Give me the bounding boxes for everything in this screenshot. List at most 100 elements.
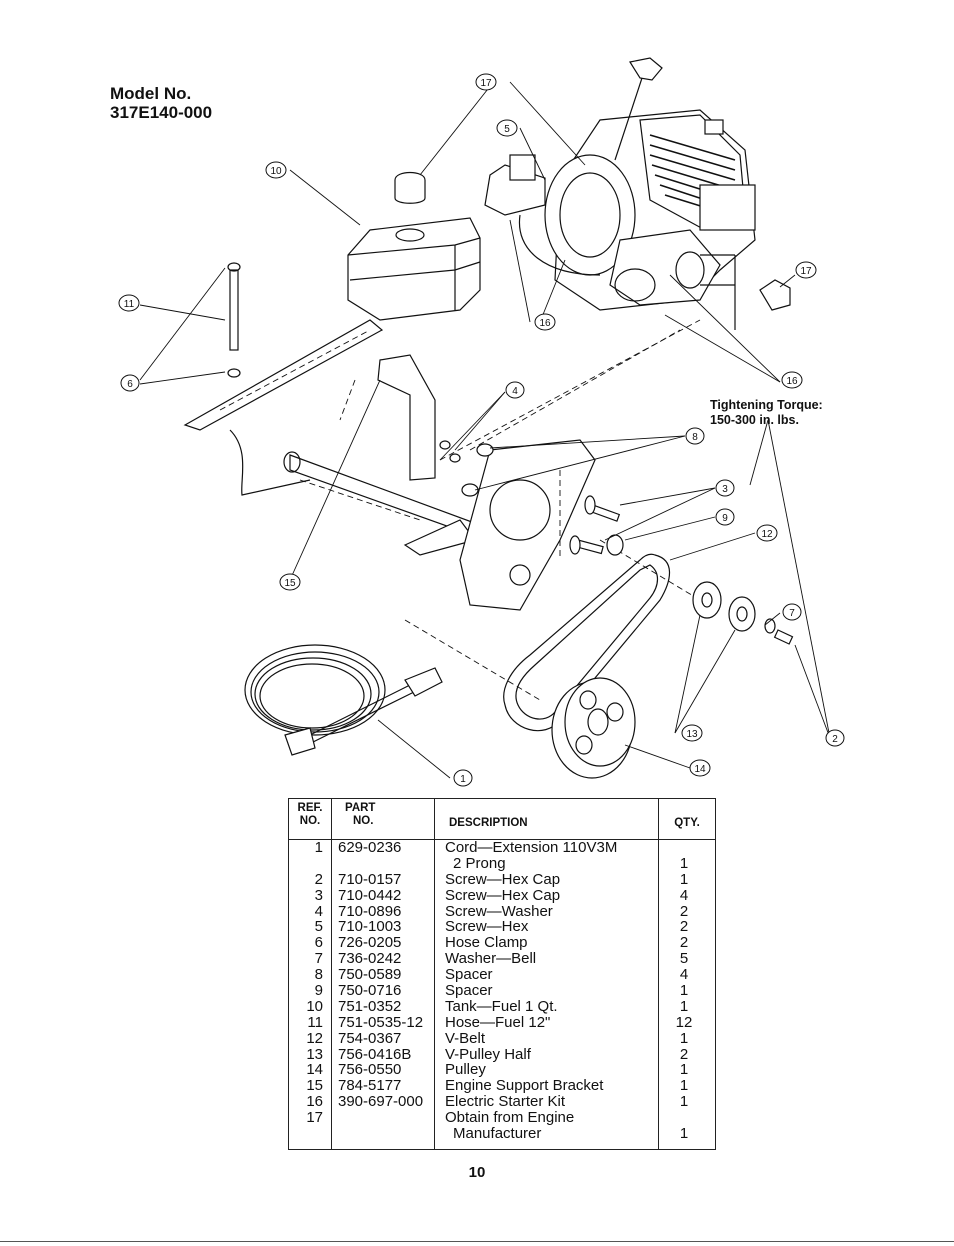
torque-line-2: 150-300 in. lbs. — [710, 413, 799, 427]
callout-12 — [756, 524, 778, 542]
cell-desc: V-Belt — [445, 1029, 486, 1047]
callout-17-top — [475, 73, 497, 91]
cell-qty: 1 — [679, 1125, 689, 1143]
fuel-tank-illustration — [347, 171, 481, 321]
callout-text: 1 — [460, 774, 466, 785]
cell-ref: 1 — [314, 839, 323, 856]
cell-ref: 9 — [314, 982, 323, 1000]
cell-qty: 12 — [675, 1013, 693, 1031]
cell-desc: Spacer — [445, 982, 493, 1000]
cell-ref: 17 — [306, 1109, 323, 1127]
callout-text: 16 — [786, 376, 798, 387]
torque-note: Tightening Torque: 150-300 in. lbs. — [710, 398, 823, 428]
cell-part: 390-697-000 — [338, 1093, 424, 1111]
cell-desc: Screw—Hex Cap — [445, 870, 561, 888]
cell-part: 751-0352 — [338, 997, 402, 1015]
torque-line-1: Tightening Torque: — [710, 398, 823, 412]
cell-ref: 3 — [314, 886, 323, 904]
cell-desc: Hose Clamp — [445, 934, 528, 952]
callout-text: 5 — [504, 124, 510, 135]
hardware-illustration — [439, 440, 794, 645]
engine-support-frame — [183, 319, 596, 611]
callout-text: 3 — [722, 484, 728, 495]
callout-11 — [118, 294, 140, 312]
callout-text: 17 — [800, 266, 812, 277]
callout-16-right — [781, 371, 803, 389]
cell-desc: Screw—Hex Cap — [445, 886, 561, 904]
callout-5 — [496, 119, 518, 137]
callout-1 — [453, 769, 473, 787]
callout-15 — [279, 573, 301, 591]
cell-desc: Washer—Bell — [445, 950, 537, 968]
cell-part: 750-0589 — [338, 966, 402, 984]
cell-part: 751-0535-12 — [338, 1013, 424, 1031]
model-number: 317E140-000 — [110, 103, 213, 122]
callout-4 — [505, 381, 525, 399]
cell-qty: 1 — [679, 1061, 689, 1079]
cell-desc: Cord—Extension 110V3M — [445, 839, 618, 856]
cell-qty: 2 — [679, 1045, 689, 1063]
cell-qty: 2 — [679, 918, 689, 936]
header-qty: QTY. — [674, 817, 700, 829]
cell-ref: 16 — [306, 1093, 323, 1111]
cell-part: 710-0896 — [338, 902, 402, 920]
cell-desc: Electric Starter Kit — [445, 1093, 566, 1111]
footer-rule — [0, 1241, 954, 1242]
callout-text: 15 — [284, 578, 296, 589]
cell-part: 726-0205 — [338, 934, 402, 952]
callout-text: 7 — [789, 608, 795, 619]
callout-16-left — [534, 313, 556, 331]
page-number: 10 — [468, 1164, 486, 1181]
cell-qty: 1 — [679, 854, 689, 872]
cell-desc: 2 Prong — [453, 854, 506, 872]
fuel-hose-illustration — [227, 262, 241, 378]
cell-qty: 5 — [679, 950, 689, 968]
callout-text: 2 — [832, 734, 838, 745]
cell-ref: 4 — [314, 902, 323, 920]
callout-text: 10 — [270, 166, 282, 177]
callout-14 — [689, 759, 711, 777]
extension-cord-illustration — [244, 644, 443, 756]
cell-part: 710-1003 — [338, 918, 402, 936]
cell-desc: Engine Support Bracket — [445, 1077, 604, 1095]
model-label: Model No. — [110, 84, 192, 103]
callout-17-right — [795, 261, 817, 279]
cell-qty: 4 — [679, 966, 689, 984]
callout-8 — [685, 427, 705, 445]
cell-ref: 13 — [306, 1045, 323, 1063]
callout-text: 13 — [686, 729, 698, 740]
cell-desc: Manufacturer — [453, 1125, 542, 1143]
table-row: 2 Prong 1 — [289, 854, 715, 872]
cell-qty: 1 — [679, 982, 689, 1000]
cell-desc: Screw—Washer — [445, 902, 553, 920]
table-row: 11 751-0535-12 Hose—Fuel 12" 12 — [289, 1013, 715, 1031]
cell-qty: 1 — [679, 1093, 689, 1111]
cell-part: 756-0416B — [338, 1045, 412, 1063]
cell-desc: Screw—Hex — [445, 918, 529, 936]
cell-ref: 11 — [307, 1013, 323, 1031]
callout-text: 14 — [694, 764, 706, 775]
callout-text: 4 — [512, 386, 518, 397]
callout-3 — [715, 479, 735, 497]
cell-part: 736-0242 — [338, 950, 402, 968]
cell-ref: 15 — [306, 1077, 323, 1095]
callout-9 — [715, 508, 735, 526]
cell-part: 710-0157 — [338, 870, 402, 888]
callout-text: 16 — [539, 318, 551, 329]
cell-part: 710-0442 — [338, 886, 402, 904]
cell-qty: 1 — [679, 1077, 689, 1095]
cell-desc: Hose—Fuel 12" — [445, 1013, 551, 1031]
callout-2 — [825, 729, 845, 747]
